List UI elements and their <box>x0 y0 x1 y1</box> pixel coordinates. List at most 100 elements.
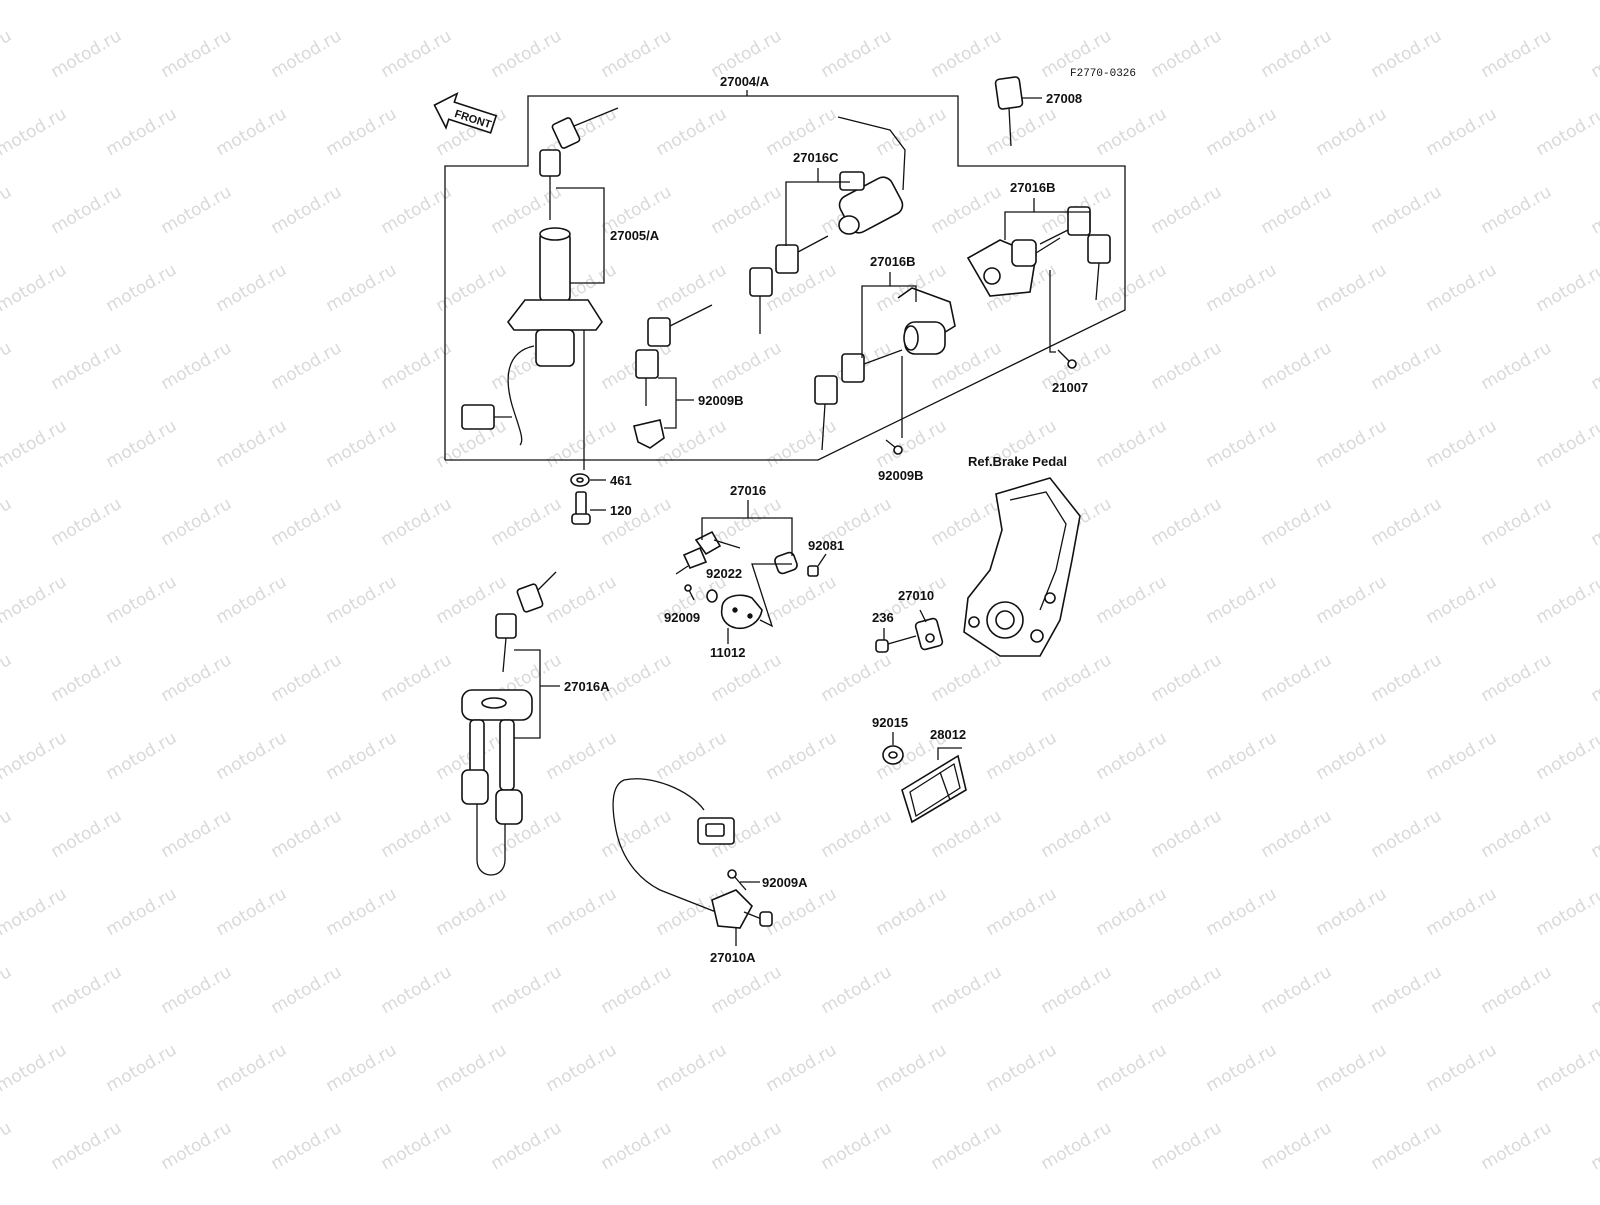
callout-92009B-right: 21007 <box>1052 380 1088 395</box>
watermark-text: motod.ru <box>763 728 841 784</box>
watermark-text: motod.ru <box>433 0 511 4</box>
callout-27010A: 27010A <box>710 950 756 965</box>
callout-236: 236 <box>872 610 894 625</box>
watermark-text: motod.ru <box>1203 1040 1281 1096</box>
watermark-text: motod.ru <box>1423 728 1501 784</box>
watermark-text: motod.ru <box>1313 260 1391 316</box>
watermark-text: motod.ru <box>488 494 566 550</box>
watermark-text: motod.ru <box>1588 338 1600 394</box>
watermark-text: motod.ru <box>928 806 1006 862</box>
watermark-text: motod.ru <box>1478 182 1556 238</box>
watermark-text: motod.ru <box>1203 0 1281 4</box>
watermark-text: motod.ru <box>323 260 401 316</box>
watermark-text: motod.ru <box>708 962 786 1018</box>
watermark-text: motod.ru <box>158 26 236 82</box>
watermark-text: motod.ru <box>543 1196 621 1200</box>
watermark-text: motod.ru <box>653 416 731 472</box>
watermark-text: motod.ru <box>763 416 841 472</box>
watermark-text: motod.ru <box>1038 1118 1116 1174</box>
watermark-text: motod.ru <box>1533 104 1600 160</box>
watermark-text: motod.ru <box>268 1118 346 1174</box>
watermark-text: motod.ru <box>1258 26 1336 82</box>
watermark-text: motod.ru <box>1258 494 1336 550</box>
watermark-text: motod.ru <box>158 962 236 1018</box>
watermark-text: motod.ru <box>158 494 236 550</box>
watermark-text: motod.ru <box>1148 182 1226 238</box>
watermark-text: motod.ru <box>48 26 126 82</box>
callout-27016C: 27016C <box>793 150 839 165</box>
watermark-text: motod.ru <box>1533 728 1600 784</box>
watermark-text: motod.ru <box>268 338 346 394</box>
watermark-text: motod.ru <box>1093 416 1171 472</box>
watermark-text: motod.ru <box>1533 260 1600 316</box>
watermark-text: motod.ru <box>103 1196 181 1200</box>
watermark-text: motod.ru <box>983 1196 1061 1200</box>
watermark-text: motod.ru <box>873 104 951 160</box>
watermark-text: motod.ru <box>873 884 951 940</box>
watermark-text: motod.ru <box>1478 338 1556 394</box>
watermark-text: motod.ru <box>1368 962 1446 1018</box>
watermark-text: motod.ru <box>1478 650 1556 706</box>
watermark-text: motod.ru <box>873 416 951 472</box>
watermark-text: motod.ru <box>1588 182 1600 238</box>
watermark-text: motod.ru <box>983 104 1061 160</box>
watermark-text: motod.ru <box>928 1118 1006 1174</box>
watermark-text: motod.ru <box>1038 962 1116 1018</box>
callout-28012: 28012 <box>930 727 966 742</box>
watermark-text: motod.ru <box>928 962 1006 1018</box>
watermark-text: motod.ru <box>1368 338 1446 394</box>
bolt-120 <box>572 492 590 524</box>
watermark-text: motod.ru <box>1093 104 1171 160</box>
washer-461 <box>571 474 589 486</box>
watermark-text: motod.ru <box>1093 1196 1171 1200</box>
watermark-text: motod.ru <box>378 962 456 1018</box>
watermark-text: motod.ru <box>0 1040 70 1096</box>
watermark-text: motod.ru <box>213 416 291 472</box>
watermark-text: motod.ru <box>598 26 676 82</box>
watermark-text: motod.ru <box>543 728 621 784</box>
watermark-text: motod.ru <box>0 728 70 784</box>
watermark-text: motod.ru <box>378 650 456 706</box>
watermark-text: motod.ru <box>1203 416 1281 472</box>
switch-27010 <box>915 618 943 651</box>
watermark-text: motod.ru <box>1093 260 1171 316</box>
watermark-text: motod.ru <box>213 1040 291 1096</box>
watermark-text: motod.ru <box>1478 806 1556 862</box>
watermark-text: motod.ru <box>1148 26 1226 82</box>
watermark-text: motod.ru <box>433 884 511 940</box>
watermark-text: motod.ru <box>1368 1118 1446 1174</box>
watermark-text: motod.ru <box>48 806 126 862</box>
callout-27004A: 27004/A <box>720 74 770 89</box>
watermark-text: motod.ru <box>378 182 456 238</box>
watermark-text: motod.ru <box>1423 0 1501 4</box>
watermark-text: motod.ru <box>1313 728 1391 784</box>
watermark-text: motod.ru <box>48 182 126 238</box>
watermark-text: motod.ru <box>1093 1040 1171 1096</box>
watermark-text: motod.ru <box>1588 806 1600 862</box>
watermark-text: motod.ru <box>103 416 181 472</box>
watermark-text: motod.ru <box>158 182 236 238</box>
watermark-text: motod.ru <box>378 1118 456 1174</box>
watermark-text: motod.ru <box>158 806 236 862</box>
watermark-text: motod.ru <box>1148 1118 1226 1174</box>
watermark-text: motod.ru <box>213 0 291 4</box>
callout-21007: 92009B <box>698 393 744 408</box>
watermark-text: motod.ru <box>0 494 15 550</box>
watermark-text: motod.ru <box>1203 104 1281 160</box>
watermark-text: motod.ru <box>1258 806 1336 862</box>
callout-92009A: 92009A <box>762 875 808 890</box>
watermark-text: motod.ru <box>763 260 841 316</box>
watermark-text: motod.ru <box>1313 0 1391 4</box>
watermark-text: motod.ru <box>1258 182 1336 238</box>
watermark-text: motod.ru <box>763 1196 841 1200</box>
watermark-text: motod.ru <box>0 962 15 1018</box>
watermark-text: motod.ru <box>1313 104 1391 160</box>
watermark-text: motod.ru <box>213 572 291 628</box>
watermark-text: motod.ru <box>928 182 1006 238</box>
watermark-text: motod.ru <box>378 26 456 82</box>
watermark-text: motod.ru <box>1203 572 1281 628</box>
watermark-text: motod.ru <box>1423 104 1501 160</box>
watermark-text: motod.ru <box>983 0 1061 4</box>
watermark-text: motod.ru <box>48 1118 126 1174</box>
